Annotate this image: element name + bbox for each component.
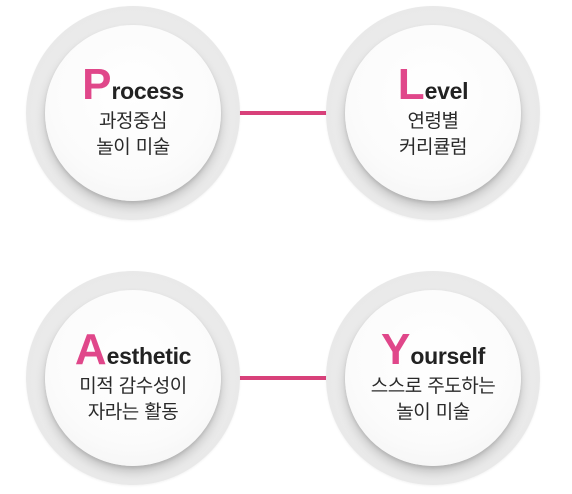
process-rest: rocess [111, 78, 184, 105]
yourself-initial: Y [381, 325, 411, 375]
connector-process-level [232, 111, 338, 115]
process-initial: P [82, 60, 112, 110]
level-line-2: 커리큘럼 [399, 135, 467, 158]
aesthetic-line-1: 미적 감수성이 [79, 374, 187, 397]
aesthetic-line-2: 자라는 활동 [87, 400, 179, 423]
yourself-line-1: 스스로 주도하는 [370, 374, 496, 397]
yourself-rest: ourself [410, 343, 485, 370]
level-line-1: 연령별 [407, 109, 459, 132]
connector-aesthetic-yourself [232, 376, 338, 380]
yourself-line-2: 놀이 미술 [396, 400, 470, 423]
process-line-2: 놀이 미술 [96, 135, 170, 158]
aesthetic-rest: esthetic [106, 343, 192, 370]
process-line-1: 과정중심 [99, 109, 167, 132]
level-rest: evel [424, 78, 469, 105]
level-initial: L [397, 60, 425, 110]
aesthetic-initial: A [74, 325, 107, 375]
